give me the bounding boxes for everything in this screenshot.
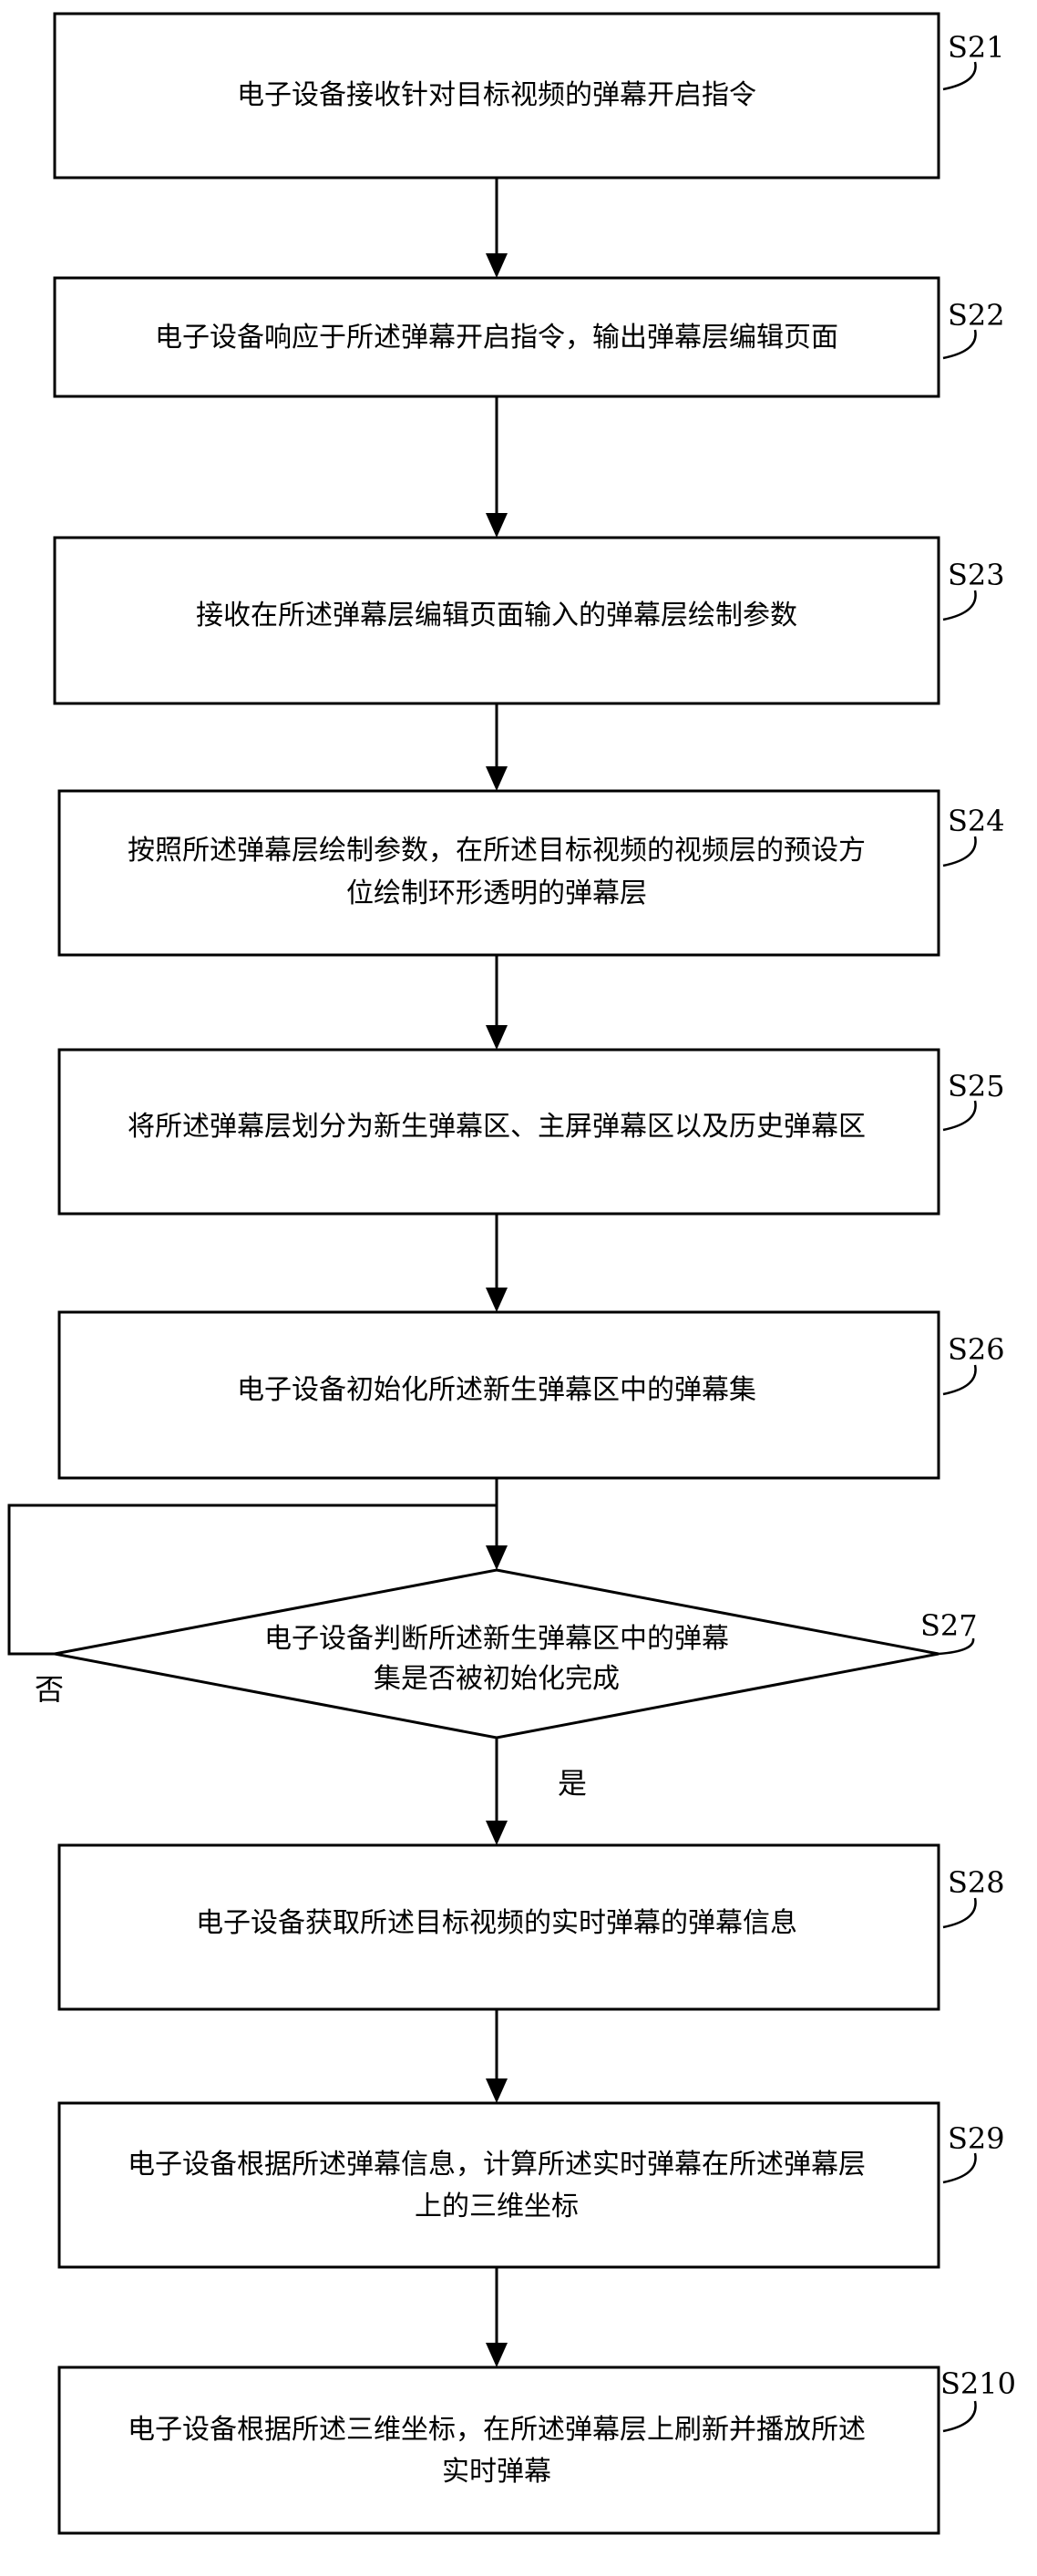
decision-s27: 电子设备判断所述新生弹幕区中的弹幕 集是否被初始化完成 xyxy=(54,1568,939,1740)
step-label-s27: S27 xyxy=(920,1608,978,1643)
branch-label-no: 否 xyxy=(35,1672,64,1707)
step-box-s21: 电子设备接收针对目标视频的弹幕开启指令 xyxy=(53,12,940,180)
step-box-s25: 将所述弹幕层划分为新生弹幕区、主屏弹幕区以及历史弹幕区 xyxy=(57,1048,940,1216)
step-text-s24-line1: 按照所述弹幕层绘制参数，在所述目标视频的视频层的预设方 xyxy=(128,835,866,867)
leader-s26 xyxy=(942,1364,977,1396)
step-box-s24: 按照所述弹幕层绘制参数，在所述目标视频的视频层的预设方 位绘制环形透明的弹幕层 xyxy=(57,789,940,957)
leader-s29 xyxy=(942,2152,977,2184)
step-text-s210-line1: 电子设备根据所述三维坐标，在所述弹幕层上刷新并播放所述 xyxy=(128,2414,866,2446)
step-box-s28: 电子设备获取所述目标视频的实时弹幕的弹幕信息 xyxy=(57,1843,940,2011)
step-text-s26: 电子设备初始化所述新生弹幕区中的弹幕集 xyxy=(237,1374,756,1406)
arrowhead-s23 xyxy=(486,513,508,538)
leader-s27 xyxy=(938,1637,975,1656)
leader-s23 xyxy=(942,590,977,621)
step-box-s26: 电子设备初始化所述新生弹幕区中的弹幕集 xyxy=(57,1310,940,1480)
no-loop-line xyxy=(7,1504,497,1656)
step-label-s25: S25 xyxy=(948,1069,1005,1103)
decision-text-s27-line2: 集是否被初始化完成 xyxy=(374,1663,620,1695)
branch-label-yes: 是 xyxy=(558,1766,587,1801)
step-label-s210: S210 xyxy=(940,2366,1016,2401)
arrowhead-s27 xyxy=(486,1545,508,1570)
step-box-s210: 电子设备根据所述三维坐标，在所述弹幕层上刷新并播放所述 实时弹幕 xyxy=(57,2366,940,2535)
step-label-s23: S23 xyxy=(948,558,1005,592)
leader-s28 xyxy=(942,1897,977,1929)
step-box-s29: 电子设备根据所述弹幕信息，计算所述实时弹幕在所述弹幕层 上的三维坐标 xyxy=(57,2101,940,2269)
step-box-s23: 接收在所述弹幕层编辑页面输入的弹幕层绘制参数 xyxy=(53,536,940,705)
arrowhead-s28 xyxy=(486,1821,508,1845)
leader-s21 xyxy=(942,61,977,91)
step-text-s21: 电子设备接收针对目标视频的弹幕开启指令 xyxy=(237,79,756,111)
step-label-s29: S29 xyxy=(948,2121,1005,2156)
step-label-s21: S21 xyxy=(948,30,1005,65)
step-label-s26: S26 xyxy=(948,1332,1005,1367)
step-text-s210-line2: 实时弹幕 xyxy=(442,2456,551,2488)
step-text-s23: 接收在所述弹幕层编辑页面输入的弹幕层绘制参数 xyxy=(196,600,797,631)
step-text-s25: 将所述弹幕层划分为新生弹幕区、主屏弹幕区以及历史弹幕区 xyxy=(128,1111,866,1143)
step-text-s22: 电子设备响应于所述弹幕开启指令，输出弹幕层编辑页面 xyxy=(155,322,838,354)
step-text-s24-line2: 位绘制环形透明的弹幕层 xyxy=(346,877,647,909)
arrowhead-s24 xyxy=(486,766,508,791)
decision-text-s27-line1: 电子设备判断所述新生弹幕区中的弹幕 xyxy=(264,1623,729,1655)
leader-s25 xyxy=(942,1100,977,1132)
arrowhead-s29 xyxy=(486,2078,508,2103)
leader-s210 xyxy=(942,2400,977,2433)
step-text-s29-line2: 上的三维坐标 xyxy=(415,2191,579,2222)
step-box-s22: 电子设备响应于所述弹幕开启指令，输出弹幕层编辑页面 xyxy=(53,276,940,398)
arrowhead-s22 xyxy=(486,253,508,278)
step-label-s22: S22 xyxy=(948,298,1005,333)
step-label-s24: S24 xyxy=(948,804,1005,838)
step-text-s28: 电子设备获取所述目标视频的实时弹幕的弹幕信息 xyxy=(196,1907,797,1939)
leader-s22 xyxy=(942,329,977,360)
step-text-s29-line1: 电子设备根据所述弹幕信息，计算所述实时弹幕在所述弹幕层 xyxy=(128,2149,866,2181)
arrowhead-s26 xyxy=(486,1288,508,1312)
leader-s24 xyxy=(942,836,977,867)
step-label-s28: S28 xyxy=(948,1865,1005,1900)
arrowhead-s25 xyxy=(486,1025,508,1050)
arrowhead-s210 xyxy=(486,2343,508,2367)
